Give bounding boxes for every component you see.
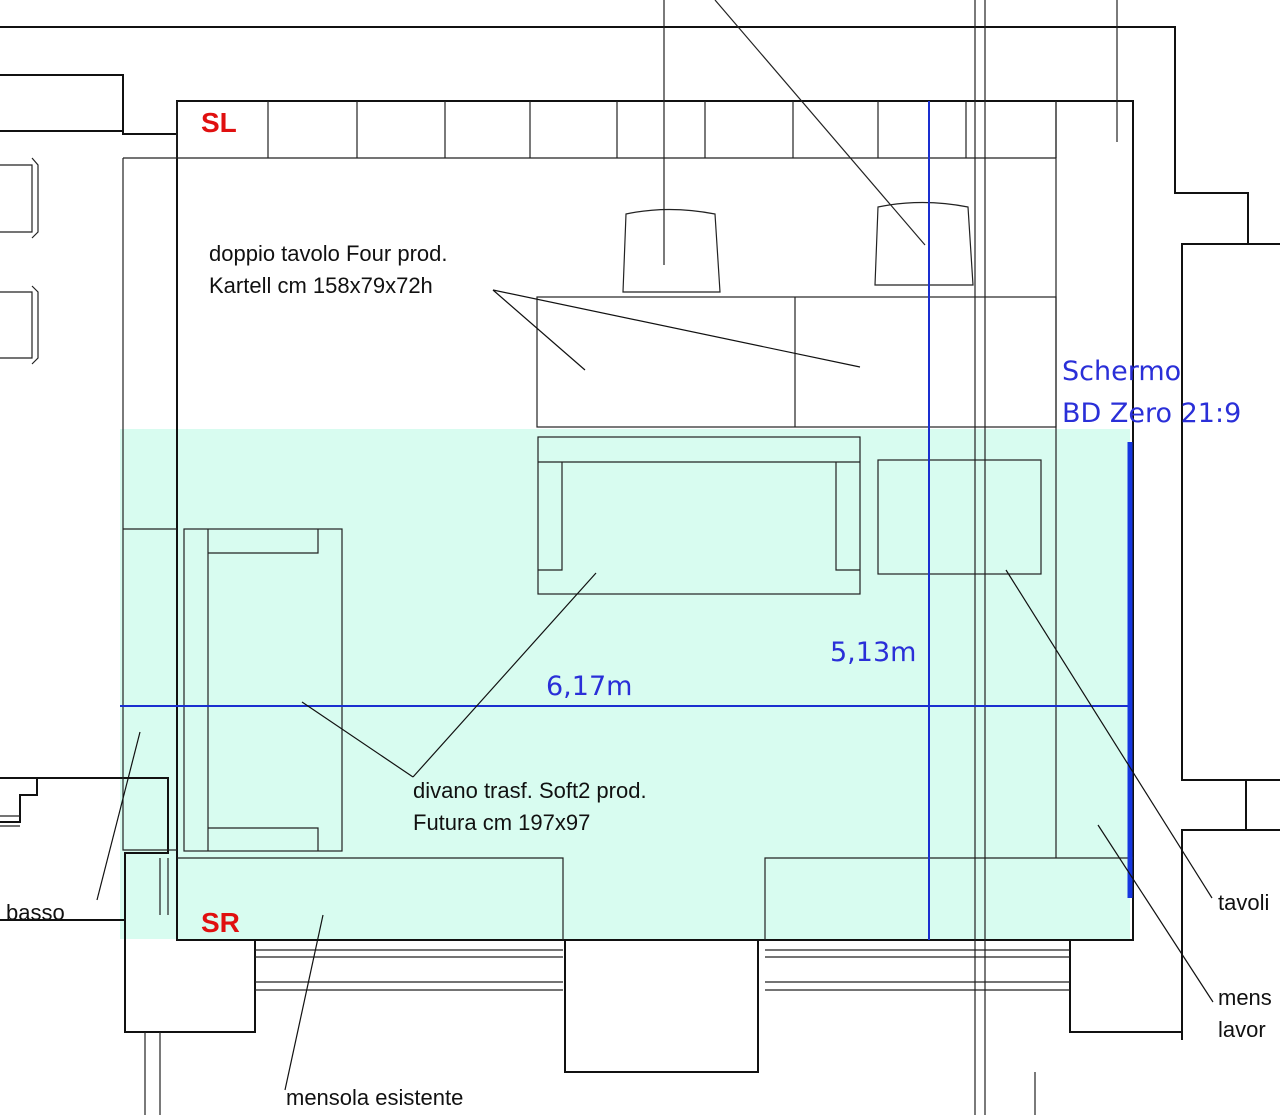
depth-dimension: 5,13m (830, 637, 916, 668)
shelf-label: mensola esistente (286, 1085, 463, 1110)
dimension-axes (120, 101, 1130, 940)
sofa-label-line2: Futura cm 197x97 (413, 810, 590, 835)
speaker-left-label: SL (201, 107, 237, 138)
bottom-shelves (159, 857, 1133, 991)
seating-zone (120, 429, 1130, 939)
exterior-chairs (0, 157, 39, 365)
desk-chairs (622, 201, 974, 293)
mensola-right-label-line1: mens (1218, 985, 1272, 1010)
desk-label-line1: doppio tavolo Four prod. (209, 241, 448, 266)
reference-lines (144, 0, 1118, 1115)
screen-label-line1: Schermo (1062, 356, 1181, 387)
basso-label: basso (6, 900, 65, 925)
top-window-bay (176, 101, 1057, 158)
tavoli-label: tavoli (1218, 890, 1269, 915)
width-dimension: 6,17m (546, 671, 632, 702)
leader-lines (96, 289, 1214, 1091)
speaker-right-label: SR (201, 907, 240, 938)
building-walls (0, 26, 1280, 1073)
mensola-right-label-line2: lavor (1218, 1017, 1266, 1042)
double-desk (536, 296, 1057, 428)
desk-label-line2: Kartell cm 158x79x72h (209, 273, 433, 298)
side-table (877, 459, 1042, 575)
screen-label-line2: BD Zero 21:9 (1062, 398, 1241, 429)
sofa-top (537, 436, 861, 595)
sofa-left (183, 528, 343, 852)
sofa-label-line1: divano trasf. Soft2 prod. (413, 778, 647, 803)
